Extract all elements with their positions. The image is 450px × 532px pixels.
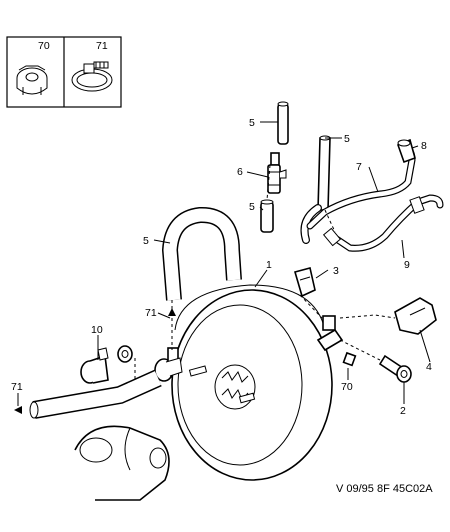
hose-5-lower bbox=[260, 199, 274, 233]
callout-7: 7 bbox=[356, 161, 362, 173]
arrows bbox=[14, 308, 176, 414]
parts-inset: 70 71 bbox=[6, 36, 122, 108]
bolt-2 bbox=[378, 354, 412, 383]
elbow-8 bbox=[396, 138, 416, 164]
callouts: 5 6 5 5 5 7 8 9 1 3 4 2 10 70 71 71 bbox=[11, 117, 432, 417]
nut-icon bbox=[16, 65, 48, 95]
clip-3 bbox=[294, 267, 316, 298]
brake-booster-1 bbox=[171, 284, 344, 481]
callout-5d: 5 bbox=[143, 235, 149, 247]
callout-1: 1 bbox=[266, 259, 272, 271]
callout-5b: 5 bbox=[249, 201, 255, 213]
hose-clamp-icon bbox=[71, 61, 113, 92]
master-cylinder bbox=[74, 425, 170, 501]
booster-check-valve bbox=[154, 347, 183, 382]
callout-71a: 71 bbox=[145, 307, 157, 319]
callout-2: 2 bbox=[400, 405, 406, 417]
inset-label-70: 70 bbox=[38, 40, 50, 52]
callout-8: 8 bbox=[421, 140, 427, 152]
callout-9: 9 bbox=[404, 259, 410, 271]
leader-lines bbox=[17, 121, 431, 406]
callout-3: 3 bbox=[333, 265, 339, 277]
vacuum-hose-set bbox=[260, 101, 331, 244]
vacuum-pipe-9 bbox=[322, 194, 444, 252]
hose-5-top bbox=[277, 101, 289, 145]
callout-6: 6 bbox=[237, 166, 243, 178]
callout-70: 70 bbox=[341, 381, 353, 393]
callout-10: 10 bbox=[91, 324, 103, 336]
bracket-4 bbox=[394, 297, 437, 335]
supply-hose bbox=[29, 369, 162, 419]
callout-4: 4 bbox=[426, 361, 432, 373]
connector-6 bbox=[267, 152, 287, 194]
nut-70 bbox=[342, 351, 357, 367]
callout-5c: 5 bbox=[344, 133, 350, 145]
inset-label-71: 71 bbox=[96, 40, 108, 52]
reference-code: V 09/95 8F 45C02A bbox=[336, 483, 433, 495]
hose-5-long bbox=[317, 135, 331, 211]
large-hose-5 bbox=[161, 207, 242, 301]
callout-5a: 5 bbox=[249, 117, 255, 129]
check-valve-10 bbox=[80, 345, 133, 384]
callout-71b: 71 bbox=[11, 381, 23, 393]
